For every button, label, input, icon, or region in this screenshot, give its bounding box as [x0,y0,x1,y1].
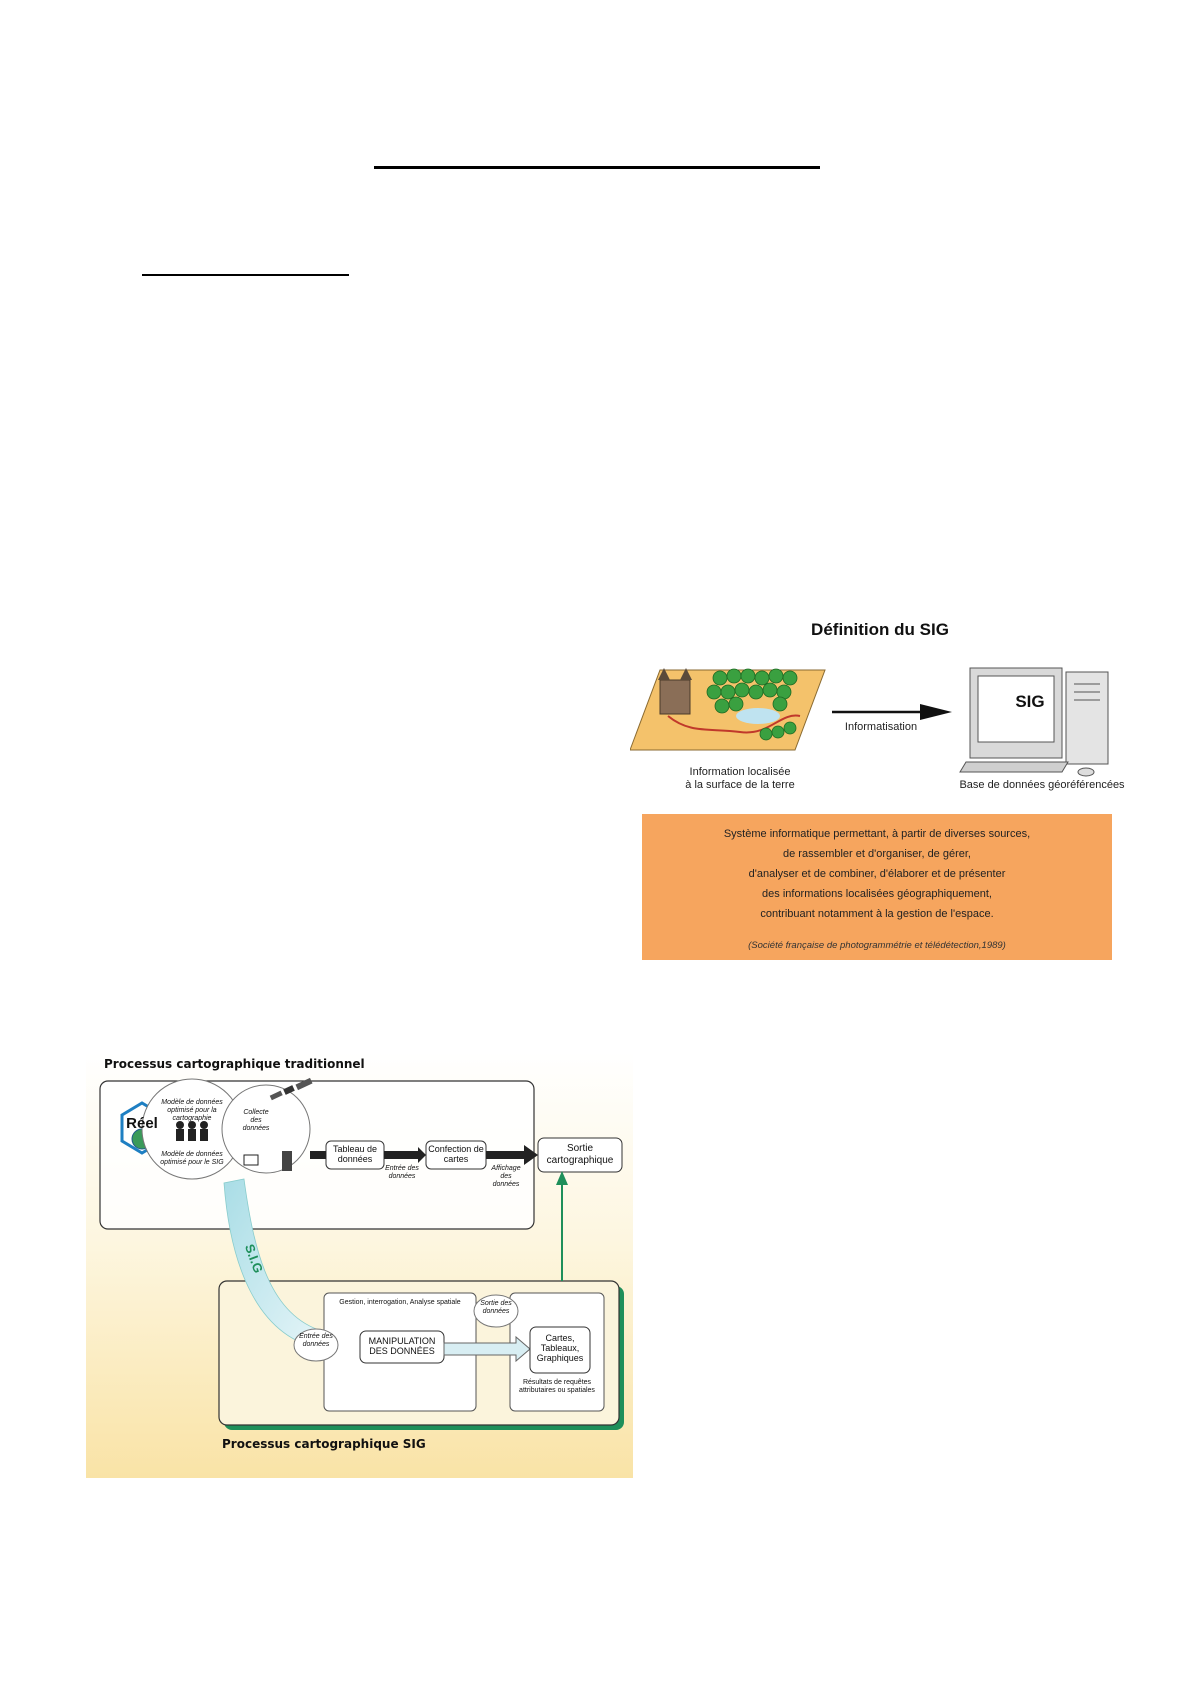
reel-label: Réel [126,1115,158,1132]
confection-label: Confection de cartes [428,1144,484,1164]
castle-icon [659,679,691,715]
entree-top-label: Entrée des données [385,1165,419,1180]
definition-illustration [630,667,1109,777]
model-top-label: Modèle de données optimisé pour la carto… [161,1099,223,1122]
left-caption-line: à la surface de la terre [685,779,795,791]
computer-screen-label: SIG [1015,692,1045,711]
definition-line: Système informatique permettant, à parti… [723,828,1031,840]
process-figure: Processus cartographique traditionnel Pr… [86,1053,633,1478]
computer-icon [959,667,1109,777]
road-line [667,714,801,734]
resultats-label: Résultats de requêtes attributaires ou s… [519,1379,595,1394]
definition-line: contribuant notamment à la gestion de l'… [760,908,994,920]
definition-text-box: Système informatique permettant, à parti… [642,814,1112,960]
satellite-icon [269,1077,313,1101]
arrow-label: Informatisation [844,721,918,733]
sortie-bubble [473,1294,519,1328]
cartes-label: Cartes, Tableaux, Graphiques [536,1333,584,1363]
sortie-label: Sortie cartographique [546,1143,614,1166]
entree-arrow [384,1147,426,1163]
section-underline [142,274,349,276]
cartes-box [529,1326,591,1374]
manipulation-arrow [443,1335,531,1363]
definition-title: Définition du SIG [811,620,949,639]
traditional-process-title: Processus cartographique traditionnel [104,1057,365,1071]
title-underline [374,166,820,169]
definition-source: (Société française de photogrammétrie et… [748,940,1006,951]
collecte-label: Collecte des données [242,1109,270,1132]
tableau-label: Tableau de données [332,1144,378,1164]
definition-line: de rassembler et d'organiser, de gérer, [783,848,971,860]
sig-process-title: Processus cartographique SIG [222,1437,426,1451]
gestion-label: Gestion, interrogation, Analyse spatiale [339,1299,461,1306]
entree-bottom-label: Entrée des données [299,1333,333,1348]
trees-icon [706,668,798,741]
left-caption: Information localisée à la surface de la… [650,766,830,792]
easel-icon [243,1154,259,1166]
process-diagram [86,1053,633,1478]
definition-figure: Définition du SIG SIG Informatisation In… [630,616,1130,962]
people-icon [176,1121,208,1141]
left-caption-line: Information localisée [689,766,791,778]
definition-text: Système informatique permettant, à parti… [642,824,1112,924]
definition-line: des informations localisées géographique… [762,888,992,900]
definition-line: d'analyser et de combiner, d'élaborer et… [748,868,1006,880]
affichage-label: Affichage des données [491,1165,521,1188]
entree-bubble [293,1328,339,1362]
server-icon [282,1151,292,1171]
manipulation-label: MANIPULATION DES DONNÉES [368,1336,436,1356]
model-bottom-label: Modèle de données optimisé pour le SIG [160,1151,224,1166]
right-caption: Base de données géoréférencées [959,779,1125,791]
lake-shape [736,708,780,724]
affichage-arrow [486,1145,538,1165]
sortie-small-label: Sortie des données [480,1300,512,1315]
